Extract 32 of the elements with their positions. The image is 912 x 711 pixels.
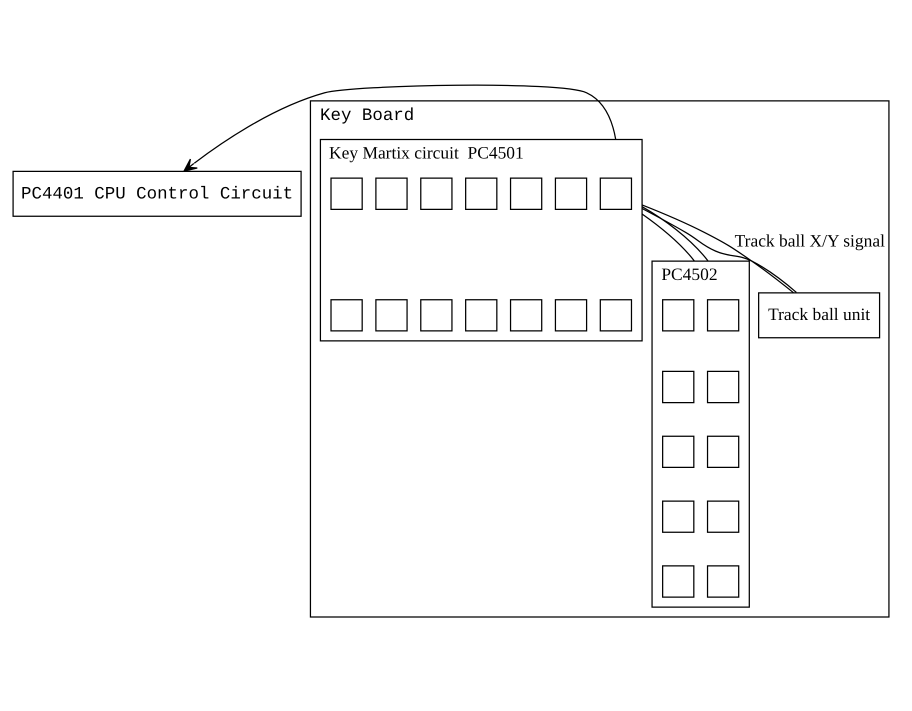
cluster: Key Martix circuit PC4501 — [320, 138, 643, 341]
node-box — [706, 500, 740, 532]
connector — [642, 212, 695, 261]
cluster: PC4502 — [651, 260, 750, 608]
node-box — [554, 177, 588, 210]
node-box — [510, 298, 542, 332]
node-box — [706, 564, 740, 598]
node-box — [600, 298, 632, 332]
node-box — [465, 298, 498, 332]
node-box — [662, 500, 694, 532]
node-box — [662, 435, 694, 468]
node-box — [662, 564, 694, 598]
node-box — [600, 177, 632, 210]
node-box — [330, 298, 363, 332]
node-box — [465, 177, 498, 210]
node-box — [420, 298, 453, 332]
connector — [642, 206, 709, 261]
node-box — [662, 298, 694, 332]
node-box — [706, 435, 740, 468]
node-box — [330, 177, 363, 210]
edge-label: Track ball X/Y signal — [734, 230, 885, 250]
node-box — [375, 177, 408, 210]
node-box: PC4401 CPU Control Circuit — [12, 170, 302, 216]
node-box — [554, 298, 588, 332]
node-box — [706, 298, 740, 332]
node-box: Track ball unit — [758, 292, 880, 338]
node-box — [510, 177, 542, 210]
node-box — [662, 370, 694, 403]
node-box — [706, 370, 740, 403]
node-box — [375, 298, 408, 332]
arrow — [183, 84, 616, 172]
node-box — [420, 177, 453, 210]
